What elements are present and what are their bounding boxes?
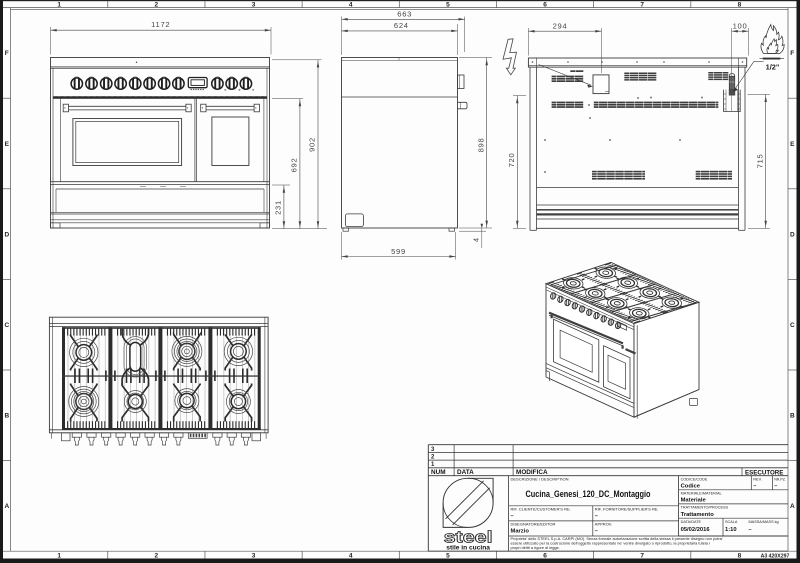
svg-text:1:10: 1:10 [725, 527, 737, 533]
svg-text:Codice: Codice [681, 484, 701, 490]
svg-text:6: 6 [543, 1, 547, 8]
svg-text:1: 1 [57, 1, 61, 8]
svg-text:DATA: DATA [457, 469, 474, 476]
svg-text:–: – [595, 514, 598, 520]
svg-text:steel: steel [444, 529, 493, 547]
svg-text:898: 898 [476, 138, 485, 153]
svg-text:stile in cucina: stile in cucina [446, 544, 490, 551]
svg-text:propri diritti a rigore di leg: propri diritti a rigore di legge. [511, 545, 560, 550]
svg-text:A: A [790, 503, 795, 510]
svg-text:Marzio: Marzio [511, 529, 530, 535]
svg-text:–: – [595, 529, 598, 535]
svg-text:F: F [5, 50, 9, 57]
svg-text:–: – [749, 527, 752, 533]
svg-text:RIF. FORNITORE/SUPPLIER'S RE.: RIF. FORNITORE/SUPPLIER'S RE. [595, 506, 659, 511]
svg-text:RIF. CLIENTE/CUSTOMER'S RE.: RIF. CLIENTE/CUSTOMER'S RE. [511, 506, 571, 511]
svg-text:5: 5 [446, 1, 450, 8]
svg-text:CODICE/CODE: CODICE/CODE [681, 477, 708, 481]
svg-text:4: 4 [349, 1, 353, 8]
svg-text:Proprieta' dello STEEL S.p.A.: Proprieta' dello STEEL S.p.A. CARPI (MO)… [511, 536, 723, 541]
svg-text:663: 663 [397, 10, 412, 19]
svg-text:E: E [790, 141, 795, 148]
svg-text:4: 4 [472, 238, 481, 242]
svg-text:APPROV.: APPROV. [595, 522, 612, 527]
svg-text:2: 2 [155, 1, 159, 8]
svg-text:A3 420X297: A3 420X297 [761, 554, 790, 560]
svg-text:DESCRIZIONE / DESCRIPTION: DESCRIZIONE / DESCRIPTION [511, 477, 569, 482]
svg-text:3: 3 [431, 447, 435, 453]
svg-text:C: C [4, 322, 9, 329]
svg-text:231: 231 [274, 200, 283, 215]
svg-text:4: 4 [349, 553, 353, 560]
svg-text:1: 1 [57, 553, 61, 560]
svg-text:1172: 1172 [151, 20, 170, 29]
svg-text:7: 7 [640, 553, 644, 560]
svg-text:–: – [774, 484, 777, 490]
svg-text:DISEGNATORE/EDITOR: DISEGNATORE/EDITOR [511, 522, 556, 527]
svg-text:DATA/DATE: DATA/DATE [681, 520, 702, 524]
svg-text:C: C [790, 322, 795, 329]
svg-text:D: D [790, 231, 795, 238]
svg-text:8: 8 [738, 1, 742, 8]
svg-text:3: 3 [252, 553, 256, 560]
svg-text:Materiale: Materiale [681, 498, 707, 504]
svg-text:2: 2 [155, 553, 159, 560]
svg-text:D: D [4, 231, 9, 238]
svg-text:MODIFICA: MODIFICA [516, 469, 548, 476]
svg-text:NR.PZ.: NR.PZ. [774, 477, 786, 481]
svg-text:599: 599 [391, 247, 406, 256]
svg-text:–: – [753, 484, 756, 490]
svg-text:E: E [5, 141, 10, 148]
svg-text:essere utilizzato per la costr: essere utilizzato per la costruzione del… [511, 541, 711, 546]
svg-text:5: 5 [446, 553, 450, 560]
svg-text:Trattamento: Trattamento [681, 512, 715, 518]
svg-text:NUM: NUM [431, 469, 446, 476]
svg-text:1/2": 1/2" [766, 63, 780, 72]
svg-text:3: 3 [252, 1, 256, 8]
svg-text:7: 7 [640, 1, 644, 8]
svg-text:B: B [790, 413, 795, 420]
svg-text:B: B [4, 413, 9, 420]
svg-text:902: 902 [308, 137, 317, 152]
svg-text:692: 692 [290, 158, 299, 173]
svg-text:SCALA: SCALA [725, 520, 738, 524]
svg-text:A: A [4, 503, 9, 510]
svg-text:720: 720 [507, 153, 516, 168]
svg-text:715: 715 [755, 154, 764, 169]
svg-text:MATERIALE/MATERIAL: MATERIALE/MATERIAL [681, 491, 722, 495]
svg-text:100: 100 [733, 21, 748, 30]
svg-text:–: – [511, 514, 514, 520]
svg-text:05/02/2016: 05/02/2016 [681, 527, 711, 533]
svg-text:MASSA/MASS kg: MASSA/MASS kg [749, 520, 779, 524]
svg-text:TRATTAMENTO/PROCESS: TRATTAMENTO/PROCESS [681, 506, 729, 510]
svg-text:ESECUTORE: ESECUTORE [745, 469, 783, 476]
svg-text:1: 1 [431, 462, 435, 468]
svg-text:294: 294 [553, 21, 568, 30]
svg-text:8: 8 [738, 553, 742, 560]
svg-text:REV.: REV. [753, 477, 762, 481]
svg-text:2: 2 [431, 455, 435, 461]
svg-text:F: F [790, 50, 794, 57]
svg-text:Cucina_Genesi_120_DC_Montaggio: Cucina_Genesi_120_DC_Montaggio [526, 488, 651, 499]
svg-text:6: 6 [543, 553, 547, 560]
svg-text:624: 624 [394, 21, 409, 30]
